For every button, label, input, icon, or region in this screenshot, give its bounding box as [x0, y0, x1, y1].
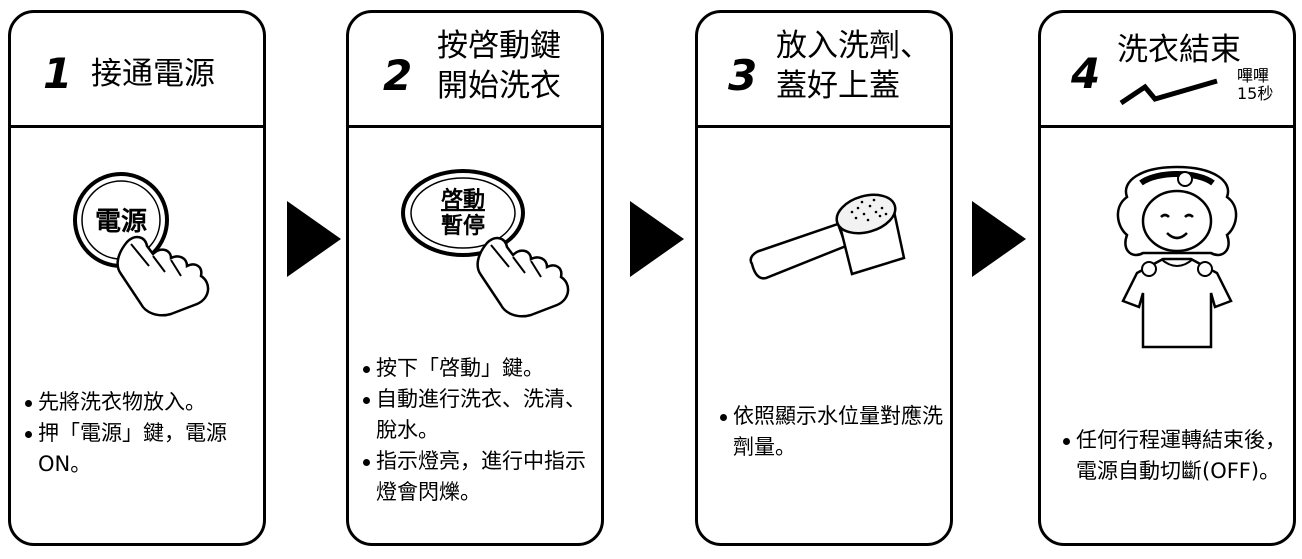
step-1-number: 1 [43, 49, 73, 98]
next-step-arrow [287, 201, 341, 277]
step-2-bullet: 按下「啓動」鍵。 [363, 353, 599, 384]
beep-signal-icon [1119, 78, 1218, 106]
step-1-bullet: 先將洗衣物放入。 [25, 387, 261, 418]
step-2-bullet: 自動進行洗衣、洗清、脫水。 [363, 384, 599, 446]
press-start-pause-button-illustration: 啓動 暫停 [401, 169, 570, 318]
step-3-title-line-1: 放入洗劑、 [776, 28, 931, 64]
step-2-header: 2 按啓動鍵 開始洗衣 [349, 13, 601, 128]
step-3-bullets: 依照顯示水位量對應洗劑量。 [720, 401, 946, 463]
step-1-bullets: 先將洗衣物放入。 押「電源」鍵，電源ON。 [25, 387, 261, 480]
step-1-title: 接通電源 [91, 56, 215, 92]
woman-holding-clothes-illustration [1116, 165, 1238, 349]
step-4-card: 4 洗衣結束 嗶嗶 15秒 任何行程運轉結束後，電源自動切斷(OFF)。 [1038, 10, 1296, 546]
step-3-bullet: 依照顯示水位量對應洗劑量。 [720, 401, 946, 463]
power-button-label: 電源 [95, 207, 147, 237]
beep-duration: 15秒 [1237, 84, 1274, 103]
step-3-header: 3 放入洗劑、 蓋好上蓋 [698, 13, 950, 128]
step-3-title-line-2: 蓋好上蓋 [776, 68, 900, 104]
step-2-card: 2 按啓動鍵 開始洗衣 啓動 暫停 按下「啓動」鍵。 自動進行洗衣、洗清、脫水。… [346, 10, 604, 546]
detergent-scoop-illustration [749, 193, 906, 280]
step-2-title-line-2: 開始洗衣 [437, 68, 561, 104]
press-power-button-illustration: 電源 [73, 172, 210, 317]
pause-button-label: 暫停 [441, 213, 485, 239]
step-1-header: 1 接通電源 [11, 13, 263, 128]
step-2-number: 2 [383, 51, 413, 100]
next-step-arrow [630, 201, 684, 277]
step-4-bullet: 任何行程運轉結束後，電源自動切斷(OFF)。 [1063, 425, 1289, 487]
step-4-bullets: 任何行程運轉結束後，電源自動切斷(OFF)。 [1063, 425, 1289, 487]
step-3-card: 3 放入洗劑、 蓋好上蓋 依照顯示水位量對應洗劑量。 [695, 10, 953, 546]
step-3-number: 3 [728, 51, 758, 100]
step-4-number: 4 [1071, 49, 1101, 98]
start-button-label: 啓動 [441, 187, 485, 213]
step-2-bullet: 指示燈亮，進行中指示燈會閃爍。 [363, 446, 599, 508]
beep-text: 嗶嗶 [1237, 66, 1270, 85]
step-4-header: 4 洗衣結束 嗶嗶 15秒 [1041, 13, 1293, 128]
step-4-title: 洗衣結束 [1117, 32, 1241, 68]
step-1-card: 1 接通電源 電源 先將洗衣物放入。 押「電源」鍵，電源ON。 [8, 10, 266, 546]
step-2-bullets: 按下「啓動」鍵。 自動進行洗衣、洗清、脫水。 指示燈亮，進行中指示燈會閃爍。 [363, 353, 599, 508]
next-step-arrow [972, 201, 1026, 277]
step-1-bullet: 押「電源」鍵，電源ON。 [25, 418, 261, 480]
step-2-title-line-1: 按啓動鍵 [437, 28, 561, 64]
